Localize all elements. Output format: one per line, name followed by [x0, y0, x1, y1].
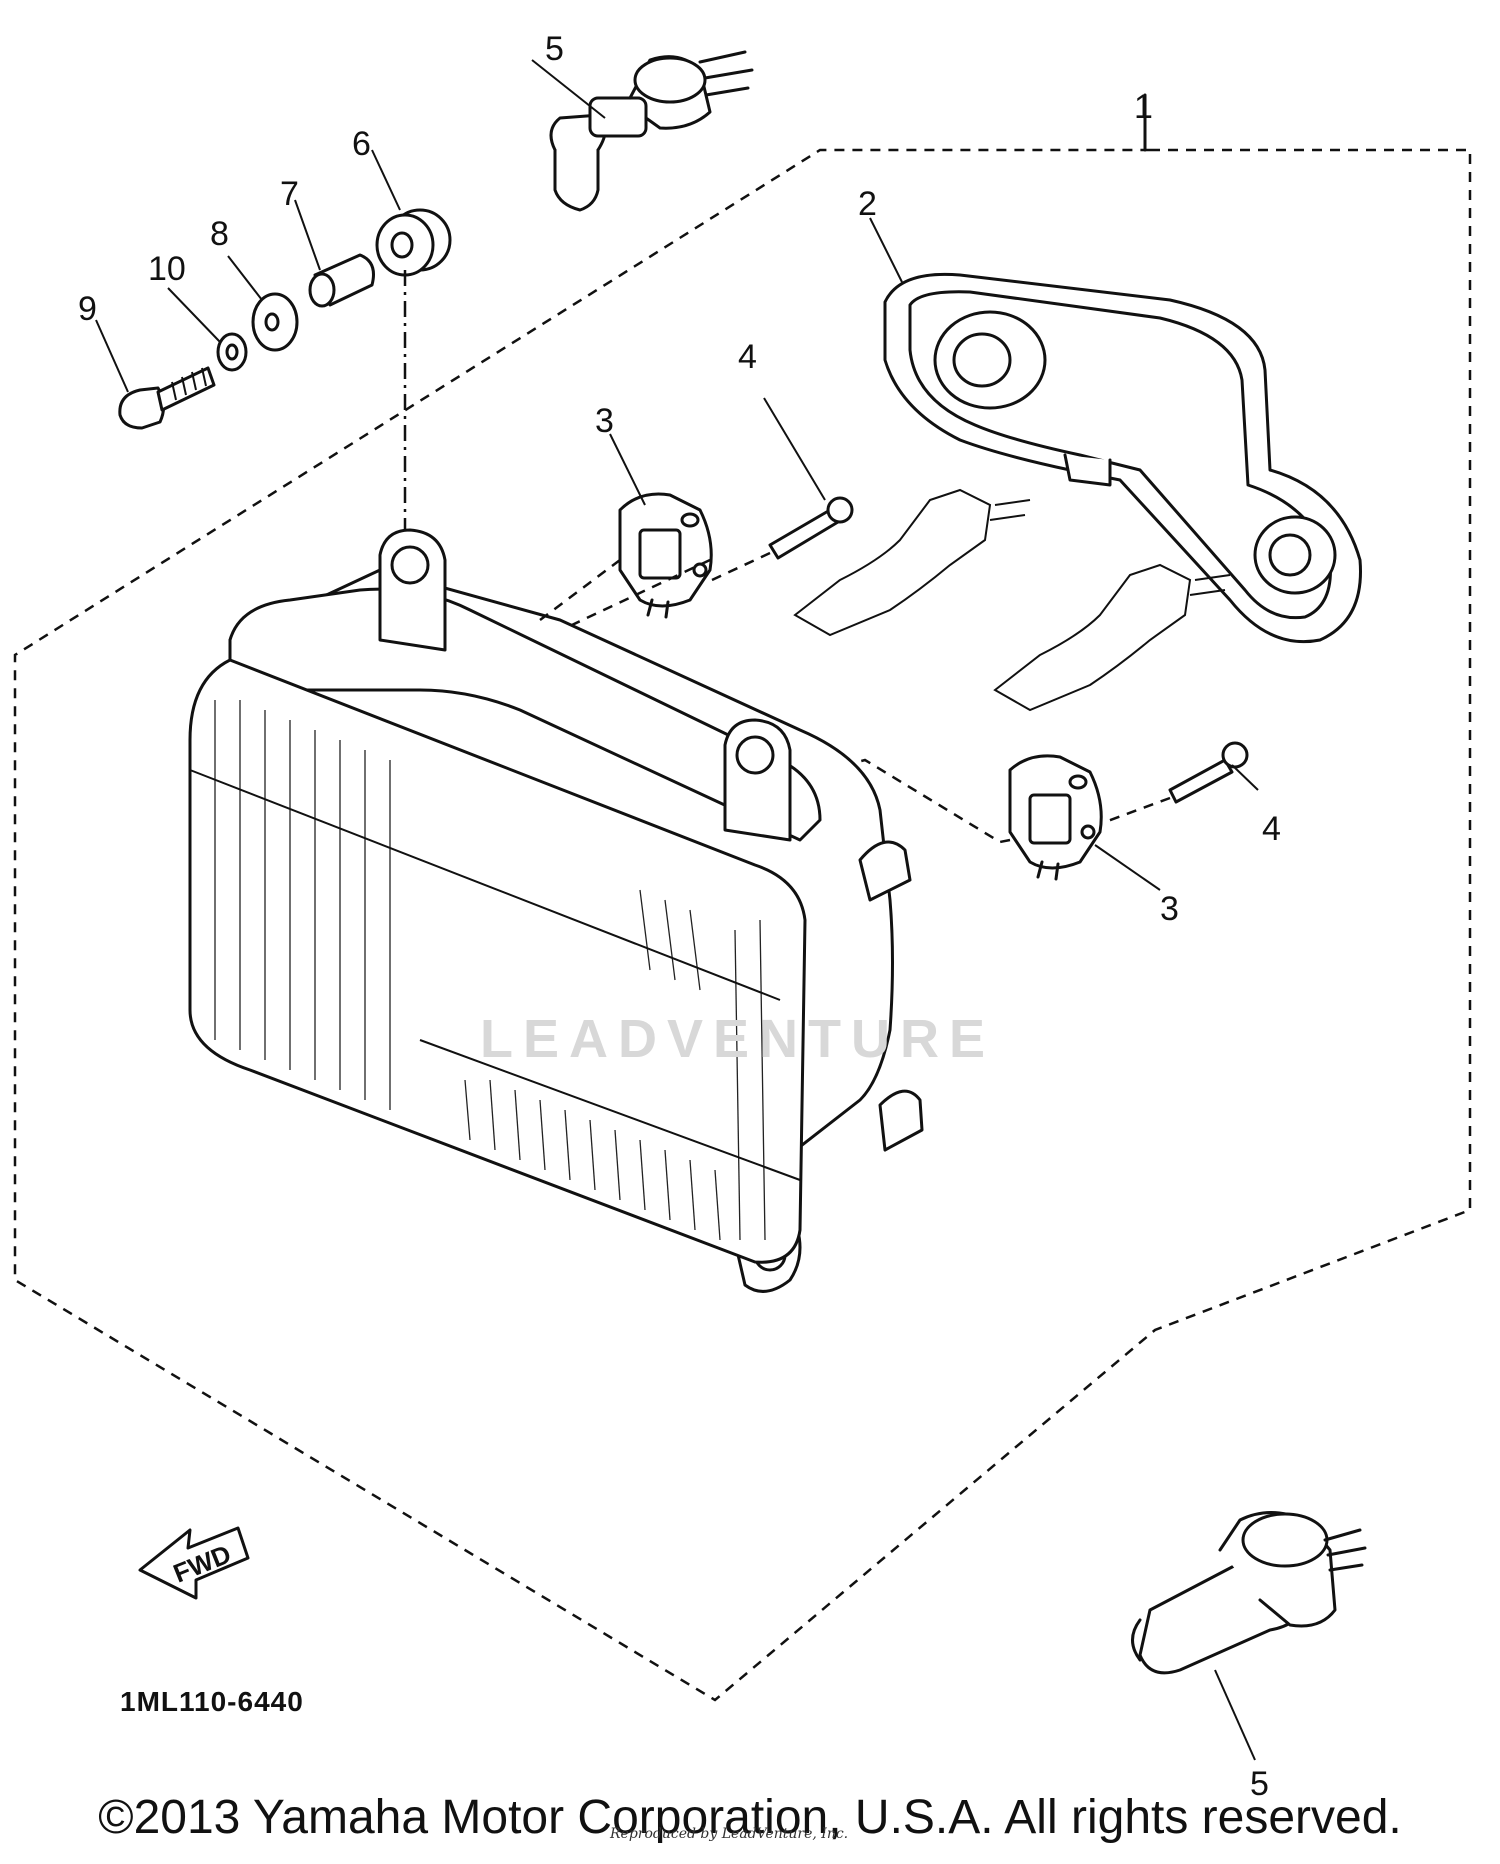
grommet-part-6 [371, 149, 452, 277]
assembly-boundary [13, 93, 1472, 1702]
callout-6: 6 [352, 125, 371, 163]
headlight-bulb-part-5-bottom [1131, 1511, 1367, 1761]
watermark: LEADVENTURE [480, 1009, 996, 1069]
bolt-part-9 [95, 319, 216, 430]
headlight-bulb-part-5-top [531, 50, 754, 212]
screw-part-4-lower [1104, 741, 1259, 824]
guide-line-socket [539, 559, 621, 621]
reproduction-note: Reproduced by LeadVenture, Inc. [610, 1826, 849, 1842]
callout-9: 9 [78, 290, 97, 328]
copyright-notice: ©2013 Yamaha Motor Corporation, U.S.A. A… [98, 1791, 1402, 1844]
callout-3-lower: 3 [1160, 890, 1179, 928]
headlight-unit [188, 528, 924, 1293]
socket-cover-part-2 [869, 217, 1362, 644]
callouts: 1 2 3 3 4 4 5 5 6 7 8 9 10 [78, 30, 1281, 1803]
callout-4-upper: 4 [738, 338, 757, 376]
callout-5-top: 5 [545, 30, 564, 68]
ghost-bulbs [793, 488, 1231, 712]
callout-4-lower: 4 [1262, 810, 1281, 848]
callout-8: 8 [210, 215, 229, 253]
washer-part-8 [227, 255, 299, 352]
callout-7: 7 [280, 175, 299, 213]
diagram-part-code: 1ML110-6440 [120, 1686, 304, 1717]
fwd-arrow: FWD [138, 1526, 250, 1600]
bulb-socket-part-3-lower [789, 754, 1161, 891]
spring-washer-part-10 [167, 287, 248, 372]
callout-10: 10 [148, 250, 186, 288]
lens-hatching [189, 700, 801, 1241]
screw-part-4-upper [711, 397, 854, 582]
callout-2: 2 [858, 185, 877, 223]
callout-5-bottom: 5 [1250, 1765, 1269, 1803]
callout-1: 1 [1134, 88, 1153, 126]
callout-3-upper: 3 [595, 402, 614, 440]
collar-part-7 [294, 199, 375, 308]
bulb-socket-part-3-upper [539, 433, 713, 642]
